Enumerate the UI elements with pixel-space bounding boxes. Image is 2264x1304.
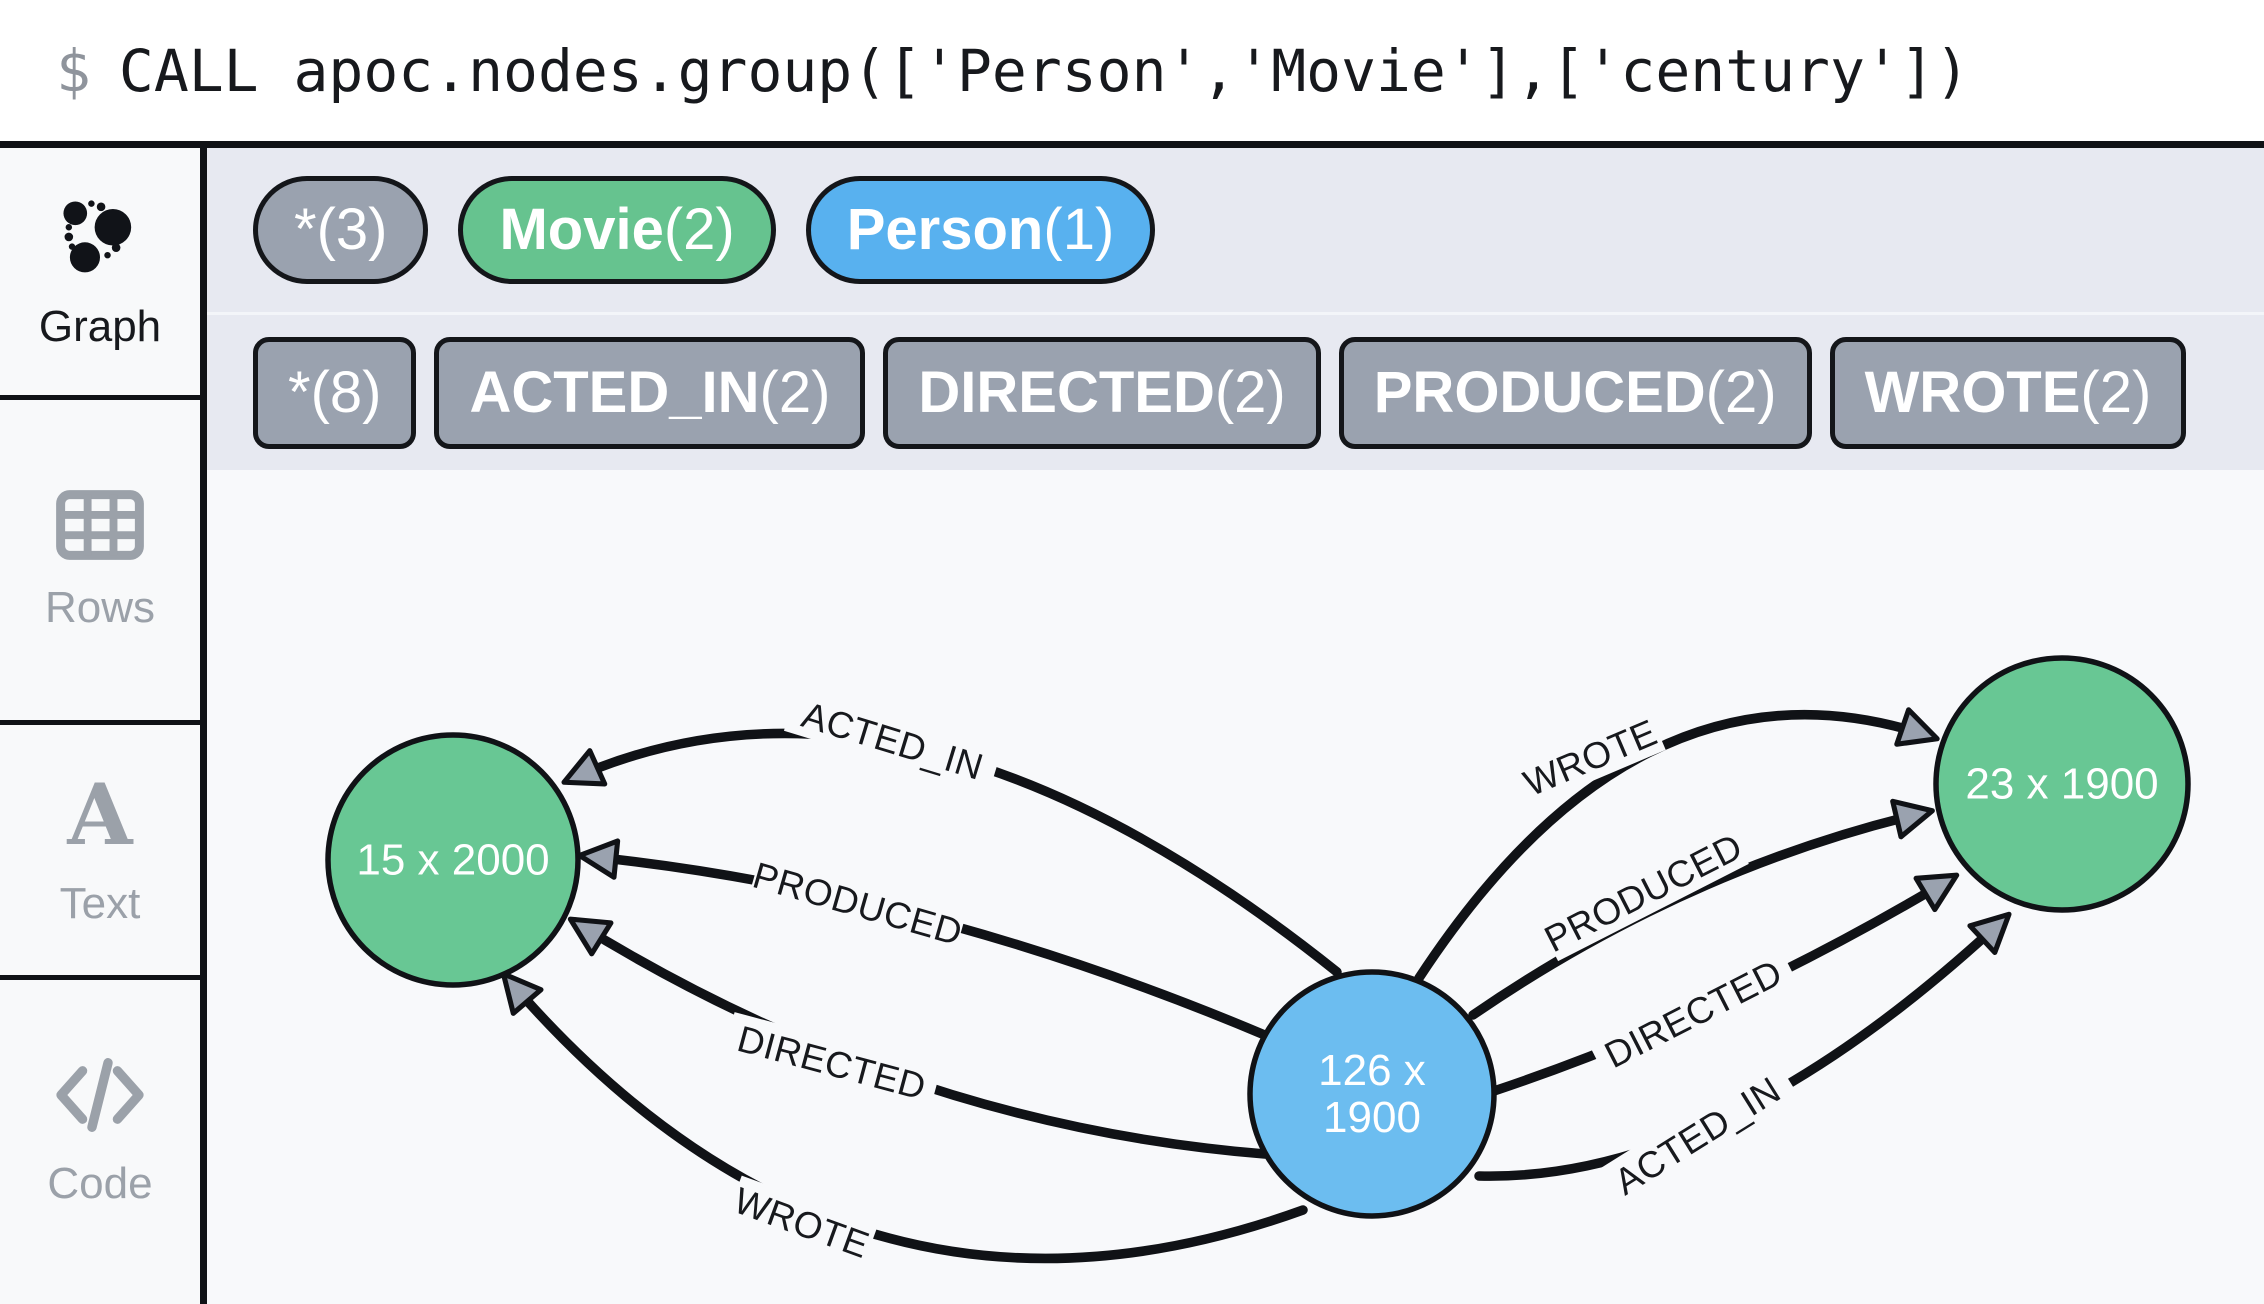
svg-text:A: A xyxy=(66,772,134,858)
graph-canvas[interactable]: ACTED_INPRODUCEDDIRECTEDWROTEWROTEPRODUC… xyxy=(207,470,2264,1304)
sidebar-divider xyxy=(0,395,200,400)
rel-type-pill-directed[interactable]: DIRECTED(2) xyxy=(883,336,1321,449)
relationship-label-wrote: WROTE xyxy=(726,1175,878,1269)
node-label-filters: *(3) Movie(2) Person(1) xyxy=(207,148,2264,312)
result-panel: *(3) Movie(2) Person(1) *(8) ACTED_IN(2)… xyxy=(207,148,2264,1304)
graph-nodes-icon xyxy=(57,195,143,286)
node-label-pill-person[interactable]: Person(1) xyxy=(805,176,1156,284)
code-brackets-icon xyxy=(53,1052,147,1143)
cypher-query-text[interactable]: CALL apoc.nodes.group(['Person','Movie']… xyxy=(118,36,1970,105)
tab-rows[interactable]: Rows xyxy=(0,400,200,720)
relationship-label-produced: PRODUCED xyxy=(748,851,968,955)
relationship-label-produced: PRODUCED xyxy=(1537,822,1749,962)
svg-text:WROTE: WROTE xyxy=(729,1180,875,1266)
graph-node-movie-1900[interactable] xyxy=(1933,655,2191,913)
svg-text:PRODUCED: PRODUCED xyxy=(1538,826,1749,960)
relationship-label-acted_in: ACTED_IN xyxy=(1594,1058,1800,1212)
relationship-label-acted_in: ACTED_IN xyxy=(783,686,1003,794)
relationship-label-directed: DIRECTED xyxy=(1587,943,1799,1083)
rel-type-pill-produced[interactable]: PRODUCED(2) xyxy=(1338,336,1812,449)
relationship-edge-directed[interactable] xyxy=(567,916,1270,1159)
graph-node-person-1900[interactable] xyxy=(1247,969,1497,1219)
tab-code[interactable]: Code xyxy=(0,980,200,1280)
table-grid-icon xyxy=(55,488,145,567)
query-editor[interactable]: $ CALL apoc.nodes.group(['Person','Movie… xyxy=(0,0,2264,141)
tab-rows-label: Rows xyxy=(44,582,156,632)
rel-type-pill-acted-in[interactable]: ACTED_IN(2) xyxy=(434,336,866,449)
letter-a-icon: A xyxy=(55,765,145,864)
node-label-pill-all[interactable]: *(3) xyxy=(253,176,429,284)
sidebar-divider xyxy=(0,720,200,725)
svg-text:DIRECTED: DIRECTED xyxy=(1598,952,1789,1076)
prompt-symbol: $ xyxy=(56,36,91,105)
rel-type-pill-wrote[interactable]: WROTE(2) xyxy=(1829,336,2187,449)
svg-text:DIRECTED: DIRECTED xyxy=(733,1018,930,1108)
rel-type-pill-all[interactable]: *(8) xyxy=(253,336,417,449)
svg-text:ACTED_IN: ACTED_IN xyxy=(1607,1069,1787,1203)
tab-graph[interactable]: Graph xyxy=(0,148,200,398)
svg-text:ACTED_IN: ACTED_IN xyxy=(797,694,988,788)
relationship-label-directed: DIRECTED xyxy=(722,1012,942,1112)
tab-text[interactable]: A Text xyxy=(0,725,200,975)
sidebar-divider-vertical xyxy=(200,141,207,1304)
query-bar-divider xyxy=(0,141,2264,148)
graph-node-movie-2000[interactable] xyxy=(325,732,581,988)
sidebar-divider xyxy=(0,975,200,980)
relationship-type-filters: *(8) ACTED_IN(2) DIRECTED(2) PRODUCED(2)… xyxy=(207,312,2264,470)
view-switcher-sidebar: Graph Rows A Text xyxy=(0,148,200,1304)
node-label-pill-movie[interactable]: Movie(2) xyxy=(458,176,776,284)
tab-code-label: Code xyxy=(47,1158,153,1208)
relationship-edge-wrote[interactable] xyxy=(500,971,1308,1264)
tab-text-label: Text xyxy=(59,878,141,928)
tab-graph-label: Graph xyxy=(38,301,162,351)
